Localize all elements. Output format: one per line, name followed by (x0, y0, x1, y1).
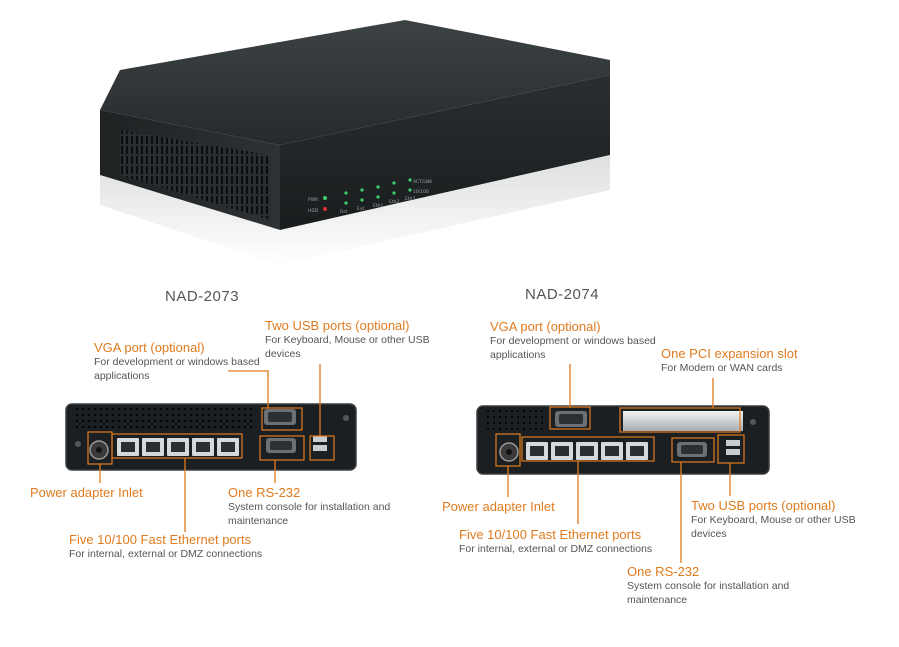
callout-desc: System console for installation and main… (627, 580, 790, 606)
callout-title: VGA port (optional) (94, 340, 205, 355)
port-label-eth1: Eth1 (373, 203, 383, 209)
port-label-ext: Ext (357, 206, 365, 212)
callout-title: Power adapter Inlet (442, 499, 555, 514)
port-label-eth2: Eth2 (389, 199, 399, 205)
callout-desc: For Keyboard, Mouse or other USB devices (691, 514, 856, 540)
callout-rs232-2073: One RS-232 System console for installati… (228, 485, 398, 528)
callout-title: Five 10/100 Fast Ethernet ports (459, 527, 642, 542)
speed-label: 10/100 (413, 189, 429, 195)
callout-title: Two USB ports (optional) (265, 318, 410, 333)
callout-desc: For development or windows based applica… (94, 356, 260, 382)
callout-ethernet-2074: Five 10/100 Fast Ethernet ports For inte… (459, 527, 689, 556)
model-title-nad2074: NAD-2074 (525, 286, 600, 303)
act-label: ACT/LNK (413, 179, 433, 185)
callout-power-2074: Power adapter Inlet (442, 499, 555, 514)
callout-ethernet-2073: Five 10/100 Fast Ethernet ports For inte… (69, 532, 299, 561)
callout-usb-2073: Two USB ports (optional) For Keyboard, M… (265, 318, 430, 361)
port-label-rst: Rst (340, 209, 347, 215)
callout-usb-2074: Two USB ports (optional) For Keyboard, M… (691, 498, 856, 541)
callout-power-2073: Power adapter Inlet (30, 485, 143, 500)
rear-panel-nad2073 (65, 403, 357, 471)
callout-rs232-2074: One RS-232 System console for installati… (627, 564, 797, 607)
callout-title: One PCI expansion slot (661, 346, 798, 361)
led-label-pwr: PWR (308, 197, 318, 203)
callout-desc: For development or windows based applica… (490, 335, 656, 361)
callout-pci-2074: One PCI expansion slot For Modem or WAN … (661, 346, 821, 375)
callout-title: Five 10/100 Fast Ethernet ports (69, 532, 252, 547)
callout-desc: For Keyboard, Mouse or other USB devices (265, 334, 430, 360)
callout-vga-2074: VGA port (optional) For development or w… (490, 319, 660, 362)
device-front-image: PWR HDD Rst Ext Eth1 Eth2 Eth3 ACT/LNK 1… (100, 20, 610, 265)
port-label-eth3: Eth3 (405, 196, 415, 202)
callout-desc: For Modem or WAN cards (661, 362, 783, 374)
rear-panel-nad2074 (476, 405, 770, 475)
callout-desc: For internal, external or DMZ connection… (69, 548, 263, 560)
callout-desc: For internal, external or DMZ connection… (459, 543, 653, 555)
led-label-hdd: HDD (308, 208, 319, 214)
callout-desc: System console for installation and main… (228, 501, 391, 527)
callout-title: Two USB ports (optional) (691, 498, 836, 513)
model-title-nad2073: NAD-2073 (165, 288, 240, 305)
callout-title: One RS-232 (228, 485, 301, 500)
callout-title: VGA port (optional) (490, 319, 601, 334)
callout-title: Power adapter Inlet (30, 485, 143, 500)
callout-vga-2073: VGA port (optional) For development or w… (94, 340, 264, 383)
callout-title: One RS-232 (627, 564, 700, 579)
